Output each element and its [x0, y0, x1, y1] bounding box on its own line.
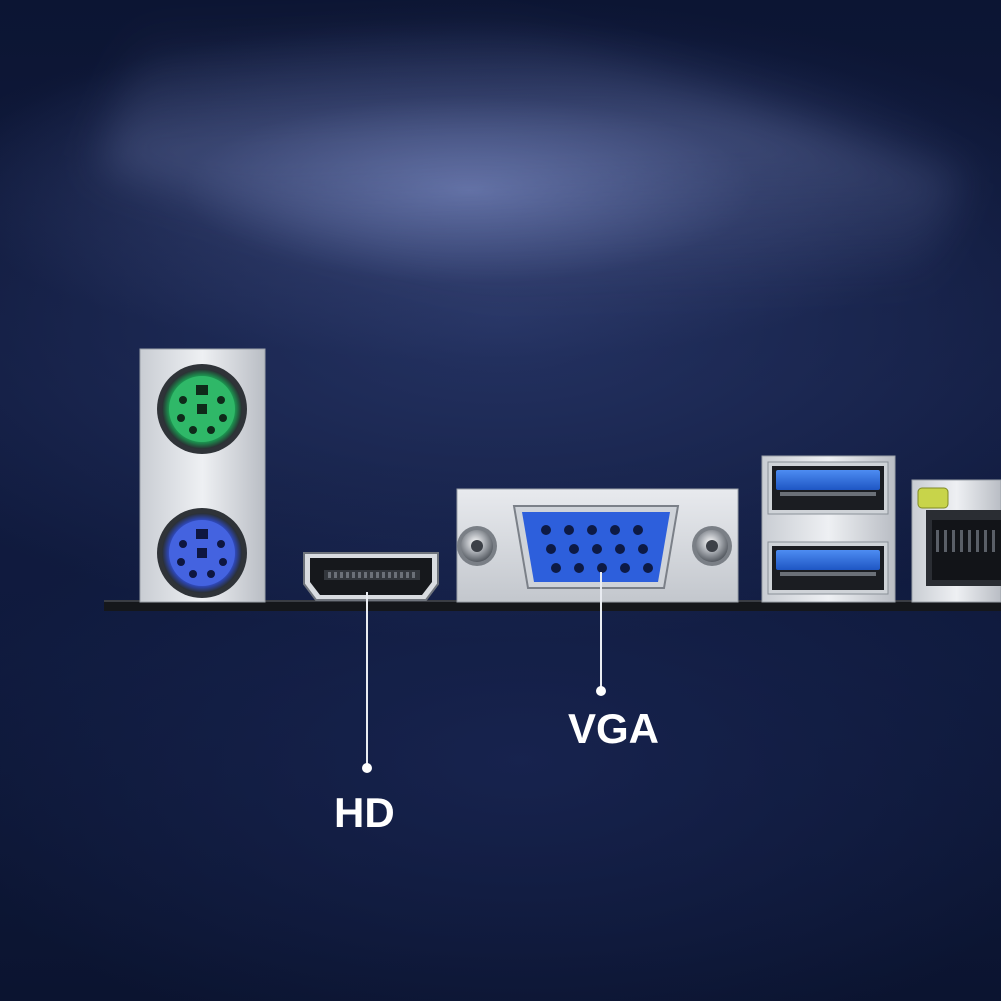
- usb3-port-bottom: [767, 541, 889, 595]
- ethernet-port: [911, 479, 1001, 603]
- vga-screw-left: [457, 526, 497, 566]
- ps2-bracket: [139, 348, 266, 603]
- vga-callout: [596, 572, 606, 696]
- hd-callout: [362, 592, 372, 773]
- usb3-ports: [761, 455, 896, 603]
- board-edge: [104, 600, 1001, 611]
- usb3-port-top: [767, 461, 889, 515]
- vga-screw-right: [692, 526, 732, 566]
- vga-bracket: [456, 488, 739, 603]
- hd-label: HD: [334, 789, 395, 836]
- hdmi-port: [303, 552, 439, 601]
- vga-label: VGA: [568, 705, 660, 752]
- ps2-keyboard-port: [157, 364, 247, 454]
- ps2-mouse-port: [157, 508, 247, 598]
